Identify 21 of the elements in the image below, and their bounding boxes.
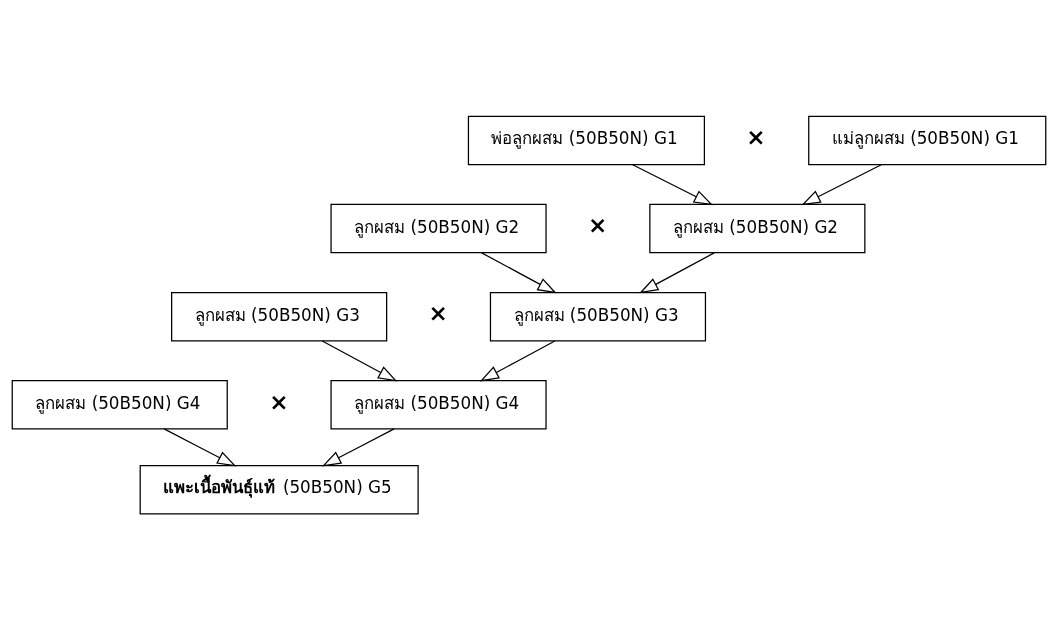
label: × [269,388,289,415]
node-box: พ่อลูกผสม (50B50N) G1 [467,115,706,165]
node-box: แม่ลูกผสม (50B50N) G1 [808,115,1047,165]
node-box: ลูกผสม (50B50N) G3 [171,291,388,341]
arrow [481,251,557,293]
label: × [587,211,608,238]
arrow [639,251,715,293]
node-box: ลูกผสม (50B50N) G4 [11,379,228,429]
node-box: ลูกผสม (50B50N) G3 [489,291,707,341]
arrow [163,427,237,466]
arrow [632,163,714,205]
label: × [428,299,448,326]
node-box: ลูกผสม (50B50N) G2 [649,203,866,253]
node-box: แพะเนื้อพันธุ์แท้ (50B50N) G5 [139,464,419,514]
arrow [801,163,882,205]
label: × [746,123,766,150]
arrow [479,339,556,381]
node-box: ลูกผสม (50B50N) G4 [330,379,547,429]
arrow [321,339,398,381]
arrow [321,427,395,466]
node-box: ลูกผสม (50B50N) G2 [330,203,547,253]
